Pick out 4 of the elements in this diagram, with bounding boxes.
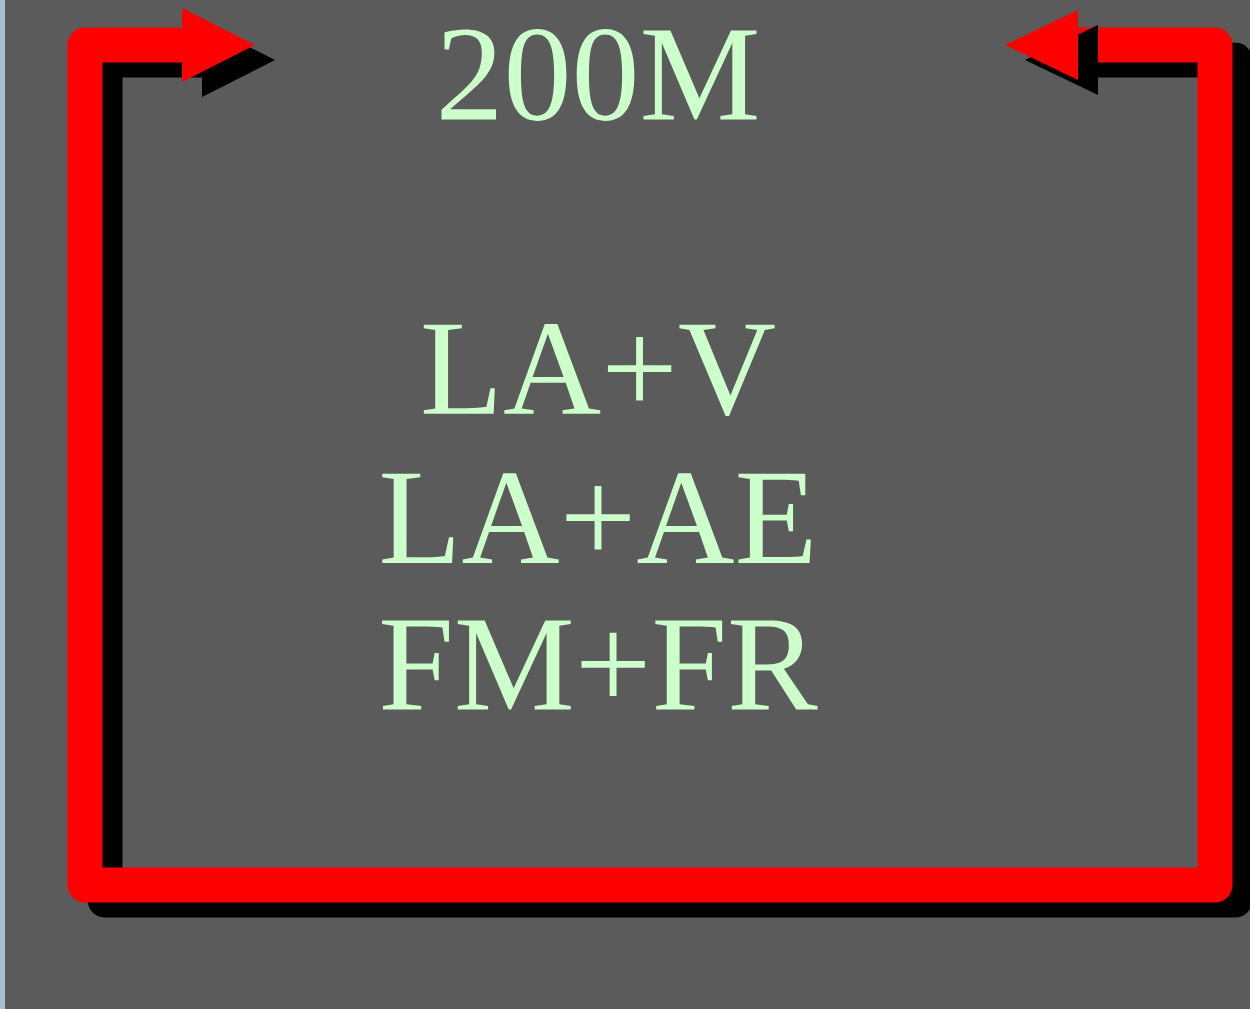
label: FM+FR — [382, 620, 818, 710]
label: LA+AE — [382, 473, 811, 563]
title: 200M — [441, 29, 757, 121]
label: LA+V — [423, 324, 775, 416]
